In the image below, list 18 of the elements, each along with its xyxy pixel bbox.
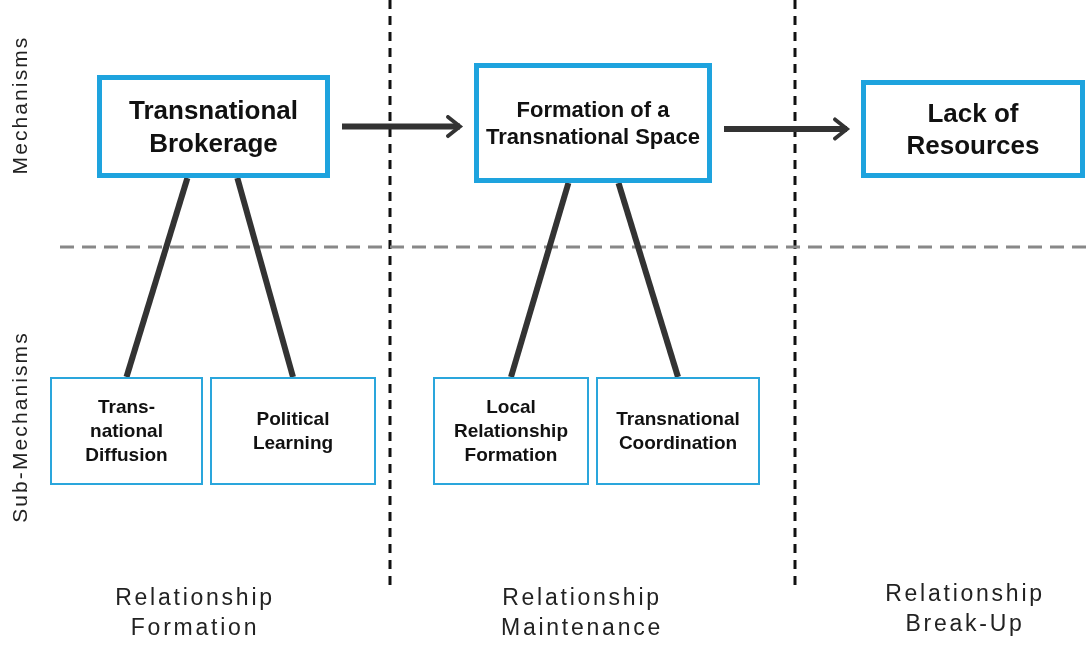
mechanism-box: Transnational Brokerage xyxy=(97,75,330,178)
sub-mechanism-box: Political Learning xyxy=(210,377,376,485)
axis-label: Sub-Mechanisms xyxy=(7,330,32,525)
sub-mechanism-box: Trans-national Diffusion xyxy=(50,377,203,485)
arrow xyxy=(342,115,462,138)
connector-line xyxy=(234,177,296,378)
sub-mechanism-box: Transnational Coordination xyxy=(596,377,760,485)
mechanism-box: Formation of a Transnational Space xyxy=(474,63,712,183)
connector-line xyxy=(615,182,681,378)
axis-label: Mechanisms xyxy=(7,34,32,177)
connector-line xyxy=(123,177,191,378)
connector-line xyxy=(508,182,572,378)
phase-label: Relationship Formation xyxy=(114,583,276,642)
phase-label: Relationship Break-Up xyxy=(884,579,1046,638)
sub-mechanism-box: Local Relationship Formation xyxy=(433,377,589,485)
arrow xyxy=(724,117,849,141)
mechanism-box: Lack of Resources xyxy=(861,80,1085,178)
phase-label: Relationship Maintenance xyxy=(499,583,665,642)
